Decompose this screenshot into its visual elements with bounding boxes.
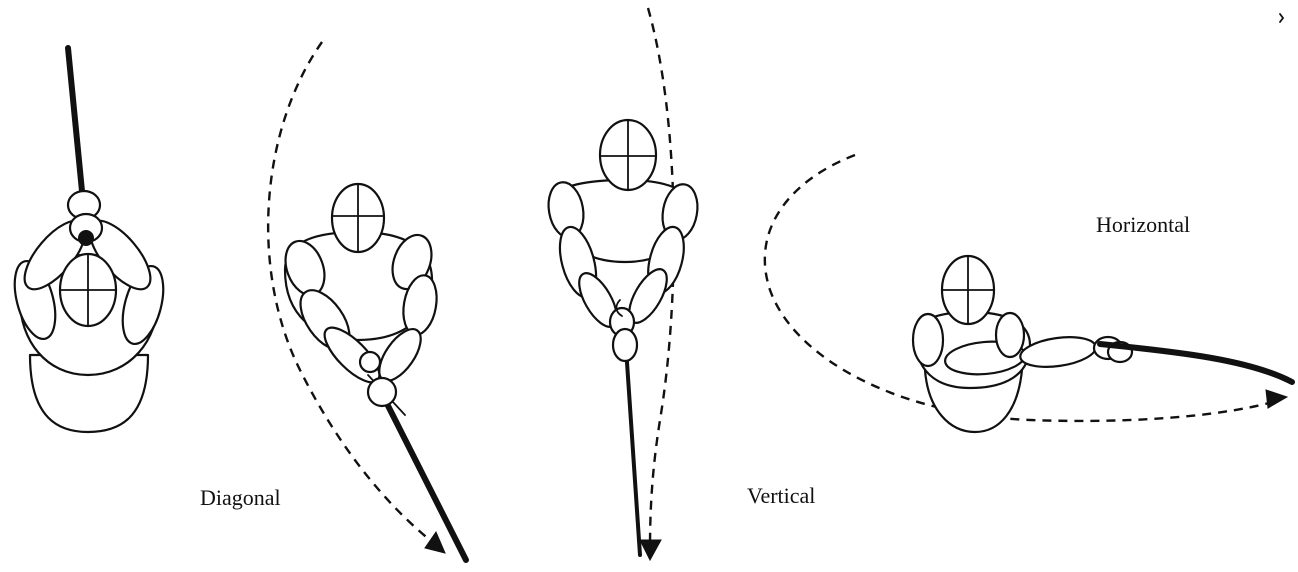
diagonal-arrowhead xyxy=(425,532,445,553)
label-diagonal: Diagonal xyxy=(200,485,281,511)
hand-lower xyxy=(613,329,637,361)
figure-guard-position xyxy=(7,48,170,432)
figure-horizontal-strike xyxy=(765,155,1292,432)
label-horizontal: Horizontal xyxy=(1096,212,1190,238)
horizontal-arrowhead xyxy=(1266,390,1287,408)
scan-mark xyxy=(1280,14,1283,22)
hand-upper xyxy=(360,352,380,372)
hand xyxy=(368,378,396,406)
right-shoulder xyxy=(996,313,1024,357)
vertical-arrowhead xyxy=(640,540,661,560)
left-shoulder xyxy=(913,314,943,366)
label-vertical: Vertical xyxy=(747,483,815,509)
figure-vertical-strike xyxy=(544,8,701,560)
horizontal-sword-blade xyxy=(1100,344,1292,382)
pommel xyxy=(78,230,94,246)
horizontal-trajectory xyxy=(765,155,1280,421)
figure-diagonal-strike xyxy=(268,42,466,560)
